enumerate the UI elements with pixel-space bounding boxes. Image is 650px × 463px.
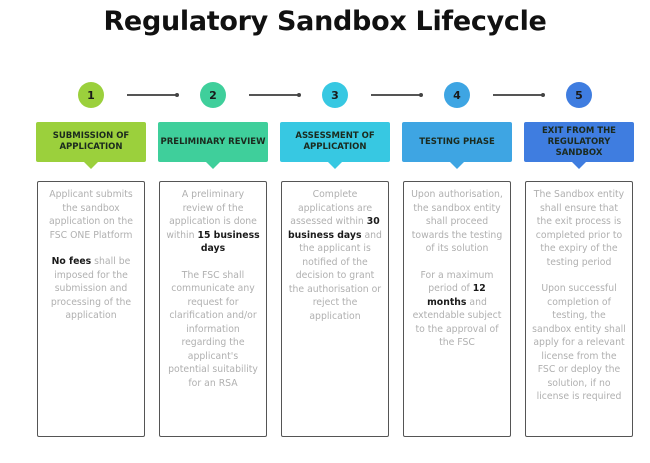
highlight-text: 15 business days [197,229,260,255]
step-5-description-card: The Sandbox entity shall ensure that the… [525,181,633,437]
step-4-header: Testing Phase [402,122,512,169]
diagram-title: Regulatory Sandbox Lifecycle [103,6,547,37]
description-paragraph: Complete applications are assessed withi… [288,188,382,323]
step-1-header: Submission of Application [36,122,146,169]
step-4-description-card: Upon authorisation, the sandbox entity s… [403,181,511,437]
highlight-text: No fees [51,256,92,267]
step-1-number-badge: 1 [78,82,104,108]
description-text: Applicant submits the sandbox applicatio… [48,189,134,241]
step-5-number-badge: 5 [566,82,592,108]
step-3-header-label: Assessment of Application [295,131,375,152]
description-paragraph: Upon authorisation, the sandbox entity s… [410,188,504,256]
description-paragraph: No fees shall be imposed for the submiss… [44,255,138,323]
description-paragraph: The FSC shall communicate any request fo… [166,269,260,391]
highlight-text: 12 months [427,283,486,308]
step-4-number-badge: 4 [444,82,470,108]
arrow-connector [249,92,301,96]
description-text: The FSC shall communicate any request fo… [168,269,258,389]
step-4-header-label: Testing Phase [419,136,495,147]
description-paragraph: Upon successful completion of testing, t… [532,282,626,404]
description-paragraph: A preliminary review of the application … [166,188,260,256]
step-2-description-card: A preliminary review of the application … [159,181,267,437]
description-text: For a maximum period of [420,269,494,295]
step-3-description-card: Complete applications are assessed withi… [281,181,389,437]
description-paragraph: The Sandbox entity shall ensure that the… [532,188,626,269]
description-text: A preliminary review of the application … [166,189,257,241]
description-paragraph: Applicant submits the sandbox applicatio… [44,188,138,242]
step-3-number-badge: 3 [322,82,348,108]
step-2-header-label: Preliminary Review [160,136,266,147]
description-text: Upon authorisation, the sandbox entity s… [411,189,503,254]
description-text: The Sandbox entity shall ensure that the… [533,189,625,268]
step-1-header-label: Submission of Application [52,131,130,152]
highlight-text: 30 business days [288,216,380,241]
step-3-header: Assessment of Application [280,122,390,169]
step-5-header-label: Exit from the Regulatory Sandbox [542,125,616,158]
arrow-connector [371,92,423,96]
step-2-header: Preliminary Review [158,122,268,169]
description-paragraph: For a maximum period of 12 months and ex… [410,269,504,350]
description-text: Complete applications are assessed withi… [290,189,373,227]
step-2-number-badge: 2 [200,82,226,108]
description-text: and the applicant is notified of the dec… [288,229,382,322]
arrow-connector [493,92,545,96]
description-text: and extendable subject to the approval o… [412,296,502,349]
description-text: Upon successful completion of testing, t… [532,283,626,402]
arrow-connector [127,92,179,96]
description-text: shall be imposed for the submission and … [50,256,132,321]
step-5-header: Exit from the Regulatory Sandbox [524,122,634,169]
step-1-description-card: Applicant submits the sandbox applicatio… [37,181,145,437]
